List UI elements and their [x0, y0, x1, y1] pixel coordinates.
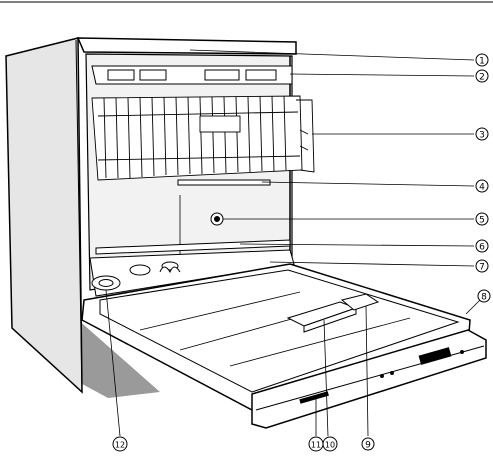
- callout-6: 6: [476, 240, 488, 253]
- callout-11: 11: [309, 437, 323, 451]
- upper-basket: [92, 96, 314, 180]
- callout-1: 1: [476, 54, 488, 67]
- callout-2: 2: [476, 70, 488, 83]
- callout-label: 5: [479, 216, 485, 226]
- callout-8: 8: [478, 290, 490, 303]
- cabinet-side-panel: [6, 38, 82, 392]
- callout-label: 2: [479, 73, 485, 83]
- cutlery-tray: [92, 66, 292, 84]
- callout-3: 3: [476, 128, 488, 141]
- callout-label: 11: [311, 441, 321, 450]
- rinse-aid-sensor: [211, 213, 223, 225]
- callout-label: 7: [479, 263, 485, 273]
- callout-12: 12: [113, 437, 127, 451]
- callout-label: 10: [325, 441, 335, 450]
- callout-4: 4: [476, 180, 488, 193]
- callout-label: 1: [479, 57, 485, 67]
- callout-10: 10: [323, 437, 337, 451]
- upper-spray-arm: [178, 180, 270, 185]
- callout-label: 4: [479, 183, 485, 193]
- callout-label: 12: [115, 441, 125, 450]
- callout-label: 6: [479, 243, 485, 253]
- callout-label: 3: [479, 131, 485, 141]
- callout-9: 9: [362, 438, 374, 451]
- callout-5: 5: [476, 213, 488, 226]
- callout-label: 9: [365, 441, 371, 451]
- worktop: [78, 38, 296, 54]
- callout-label: 8: [481, 293, 487, 303]
- callout-7: 7: [476, 260, 488, 273]
